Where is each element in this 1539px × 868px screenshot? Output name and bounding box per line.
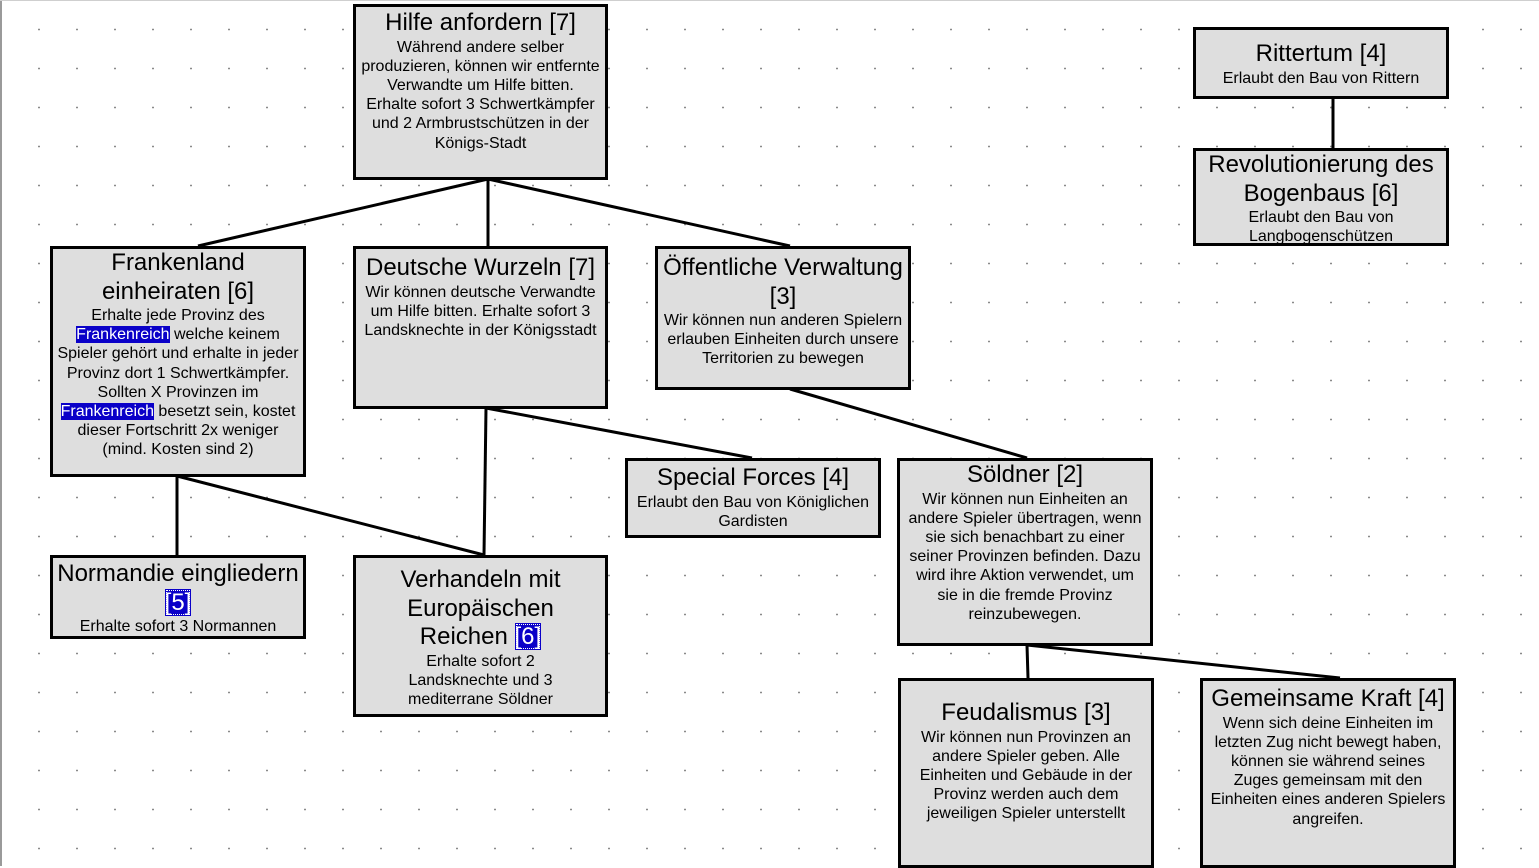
node-title: Special Forces [4] bbox=[656, 464, 850, 491]
node-revolutionierung-bogenbau[interactable]: Revolutionierung des Bogenbaus [6] Erlau… bbox=[1193, 148, 1449, 246]
node-title: Söldner [2] bbox=[966, 461, 1084, 488]
node-title: Normandie eingliedern [5] bbox=[57, 560, 299, 616]
node-oeffentliche-verwaltung[interactable]: Öffentliche Verwaltung [3] Wir können nu… bbox=[655, 246, 911, 390]
node-title: Revolutionierung des Bogenbaus [6] bbox=[1208, 151, 1434, 207]
edge-deutsche-special bbox=[485, 406, 753, 460]
highlighted-text: Frankenreich bbox=[76, 326, 170, 344]
node-deutsche-wurzeln[interactable]: Deutsche Wurzeln [7] Wir können deutsche… bbox=[353, 246, 608, 409]
node-description: Erhalte sofort 3 Normannen bbox=[79, 618, 277, 635]
canvas-left-border bbox=[0, 0, 2, 866]
node-description: Wir können deutsche Verwandte um Hilfe b… bbox=[364, 283, 597, 339]
node-description: Erlaubt den Bau von Rittern bbox=[1222, 69, 1420, 87]
node-title: Frankenland einheiraten [6] bbox=[101, 249, 255, 305]
node-description: Während andere selber produzieren, könne… bbox=[361, 38, 600, 152]
node-title: Rittertum [4] bbox=[1255, 40, 1387, 67]
edge-hilfe-frankenland bbox=[197, 177, 489, 248]
node-title: Deutsche Wurzeln [7] bbox=[366, 254, 595, 281]
edge-soeldner-gemeinsam bbox=[1026, 643, 1341, 680]
node-special-forces[interactable]: Special Forces [4] Erlaubt den Bau von K… bbox=[625, 458, 881, 538]
edge-oeffentliche-soeldner bbox=[789, 387, 1028, 460]
node-description: Wir können nun Provinzen an andere Spiel… bbox=[919, 728, 1133, 823]
node-description: Wenn sich deine Einheiten im letzten Zug… bbox=[1210, 714, 1446, 828]
node-title: Hilfe anfordern [7] bbox=[385, 9, 576, 36]
canvas-top-border bbox=[0, 0, 1539, 1]
node-gemeinsame-kraft[interactable]: Gemeinsame Kraft [4] Wenn sich deine Ein… bbox=[1200, 678, 1456, 868]
node-soeldner[interactable]: Söldner [2] Wir können nun Einheiten an … bbox=[897, 458, 1153, 646]
node-title: Feudalismus [3] bbox=[941, 699, 1111, 726]
edge-hilfe-oeffentliche bbox=[487, 177, 791, 248]
highlighted-cost: [6] bbox=[514, 623, 542, 650]
node-description: Erlaubt den Bau von Langbogenschützen bbox=[1248, 209, 1394, 246]
highlighted-cost: [5] bbox=[164, 588, 192, 616]
node-description: Erhalte sofort 2 Landsknechte und 3 medi… bbox=[408, 652, 553, 708]
highlighted-text: Frankenreich bbox=[60, 403, 154, 421]
edge-soeldner-feudalismus bbox=[1025, 644, 1030, 679]
node-description: Erlaubt den Bau von Königlichen Gardiste… bbox=[636, 493, 870, 530]
node-hilfe-anfordern[interactable]: Hilfe anfordern [7] Während andere selbe… bbox=[353, 4, 608, 180]
node-rittertum[interactable]: Rittertum [4] Erlaubt den Bau von Ritter… bbox=[1193, 27, 1449, 99]
node-normandie-eingliedern[interactable]: Normandie eingliedern [5] Erhalte sofort… bbox=[50, 555, 306, 639]
node-frankenland-einheiraten[interactable]: Frankenland einheiraten [6] Erhalte jede… bbox=[50, 246, 306, 477]
node-description: Erhalte jede Provinz des Frankenreich we… bbox=[57, 307, 299, 459]
node-title: Öffentliche Verwaltung [3] bbox=[663, 254, 903, 310]
node-description: Wir können nun Einheiten an andere Spiel… bbox=[908, 490, 1142, 623]
node-description: Wir können nun anderen Spielern erlauben… bbox=[663, 312, 903, 368]
node-feudalismus[interactable]: Feudalismus [3] Wir können nun Provinzen… bbox=[898, 678, 1154, 868]
node-title: Verhandeln mit Europäischen Reichen [6] bbox=[400, 566, 561, 650]
edge-frankenland-verhandeln bbox=[176, 474, 485, 557]
edge-deutsche-verhandeln bbox=[482, 407, 488, 556]
node-verhandeln-europaeischen-reichen[interactable]: Verhandeln mit Europäischen Reichen [6] … bbox=[353, 555, 608, 717]
node-title: Gemeinsame Kraft [4] bbox=[1211, 685, 1445, 712]
